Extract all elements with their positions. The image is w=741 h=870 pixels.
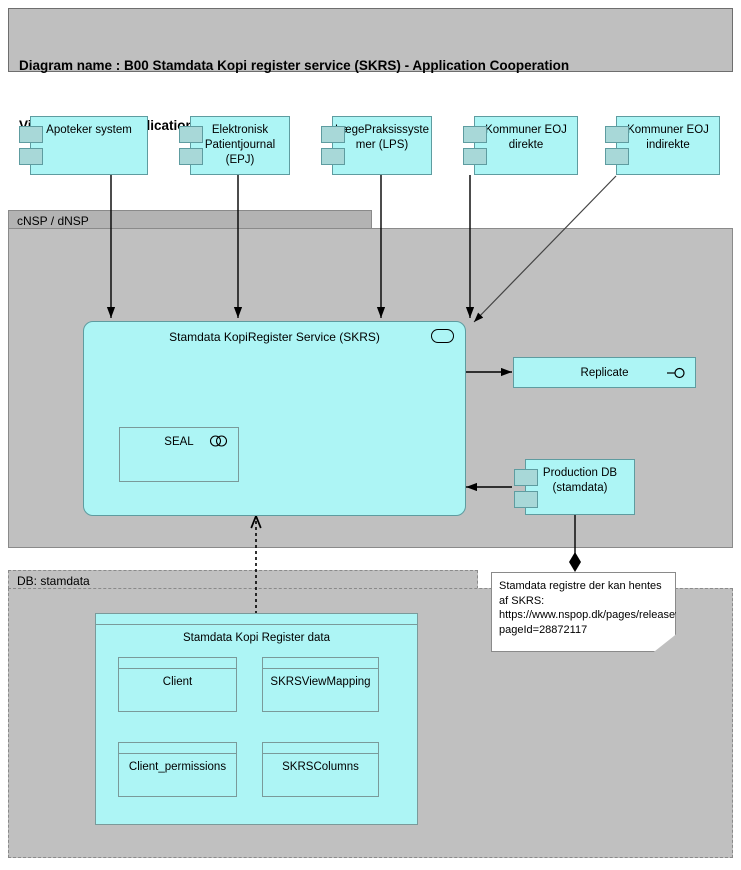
component-icon-tab-top xyxy=(179,126,203,143)
application-service-icon xyxy=(431,329,454,343)
data-object-header-bar xyxy=(263,743,378,754)
application-interface-replicate[interactable]: Replicate xyxy=(513,357,696,388)
data-object-header-bar xyxy=(119,743,236,754)
component-icon-tab-bottom xyxy=(463,148,487,165)
data-object-client[interactable]: Client xyxy=(118,657,237,712)
group-label-cnsp-dnsp: cNSP / dNSP xyxy=(17,214,89,228)
note-stamdata-registre: Stamdata registre der kan hentes af SKRS… xyxy=(491,572,676,652)
component-laegepraksissystemer-lps[interactable]: LægePraksissyste mer (LPS) xyxy=(321,116,432,175)
data-object-label: SKRSViewMapping xyxy=(270,676,371,688)
component-label: Kommuner EOJ indirekte xyxy=(627,124,709,151)
composition-diamond xyxy=(569,552,581,572)
data-object-label: Client xyxy=(162,676,193,688)
service-label: Stamdata KopiRegister Service (SKRS) xyxy=(169,330,380,344)
interface-label: Replicate xyxy=(580,366,629,379)
component-label: Elektronisk Patientjournal (EPJ) xyxy=(204,124,276,166)
note-text: Stamdata registre der kan hentes af SKRS… xyxy=(499,580,736,636)
component-elektronisk-patientjournal[interactable]: Elektronisk Patientjournal (EPJ) xyxy=(179,116,290,175)
component-label: Apoteker system xyxy=(46,124,132,136)
component-label: Production DB (stamdata) xyxy=(542,467,618,494)
application-service-skrs[interactable]: Stamdata KopiRegister Service (SKRS) SEA… xyxy=(83,321,466,516)
collaboration-label: SEAL xyxy=(164,436,194,448)
component-kommuner-eoj-direkte[interactable]: Kommuner EOJ direkte xyxy=(463,116,578,175)
data-object-skrsviewmapping[interactable]: SKRSViewMapping xyxy=(262,657,379,712)
component-icon-tab-bottom xyxy=(179,148,203,165)
group-tab-cnsp-dnsp: cNSP / dNSP xyxy=(8,210,372,229)
diagram-name-line: Diagram name : B00 Stamdata Kopi registe… xyxy=(19,58,570,73)
application-collaboration-icon xyxy=(209,435,228,447)
component-icon-tab-bottom xyxy=(605,148,629,165)
component-apoteker-system[interactable]: Apoteker system xyxy=(19,116,148,175)
data-object-label: Stamdata Kopi Register data xyxy=(182,632,331,644)
data-object-header-bar xyxy=(119,658,236,669)
component-icon-tab-bottom xyxy=(321,148,345,165)
data-object-header-bar xyxy=(96,614,417,625)
component-icon-tab-top xyxy=(321,126,345,143)
data-object-label: SKRSColumns xyxy=(282,761,359,773)
component-icon-tab-top xyxy=(514,469,538,486)
component-icon-tab-bottom xyxy=(19,148,43,165)
group-tab-db-stamdata: DB: stamdata xyxy=(8,570,478,589)
component-icon-tab-top xyxy=(463,126,487,143)
data-object-header-bar xyxy=(263,658,378,669)
diagram-title-banner: Diagram name : B00 Stamdata Kopi registe… xyxy=(8,8,733,133)
group-label-db-stamdata: DB: stamdata xyxy=(17,574,90,588)
component-icon-tab-top xyxy=(605,126,629,143)
component-label: Kommuner EOJ direkte xyxy=(485,124,567,151)
data-object-skrscolumns[interactable]: SKRSColumns xyxy=(262,742,379,797)
component-icon-tab-top xyxy=(19,126,43,143)
component-label: LægePraksissyste mer (LPS) xyxy=(335,124,429,151)
application-collaboration-seal[interactable]: SEAL xyxy=(119,427,239,482)
component-kommuner-eoj-indirekte[interactable]: Kommuner EOJ indirekte xyxy=(605,116,720,175)
data-object-client-permissions[interactable]: Client_permissions xyxy=(118,742,237,797)
data-object-label: Client_permissions xyxy=(128,761,227,773)
component-production-db-stamdata[interactable]: Production DB (stamdata) xyxy=(514,459,635,515)
application-interface-icon xyxy=(667,367,685,379)
component-icon-tab-bottom xyxy=(514,491,538,508)
